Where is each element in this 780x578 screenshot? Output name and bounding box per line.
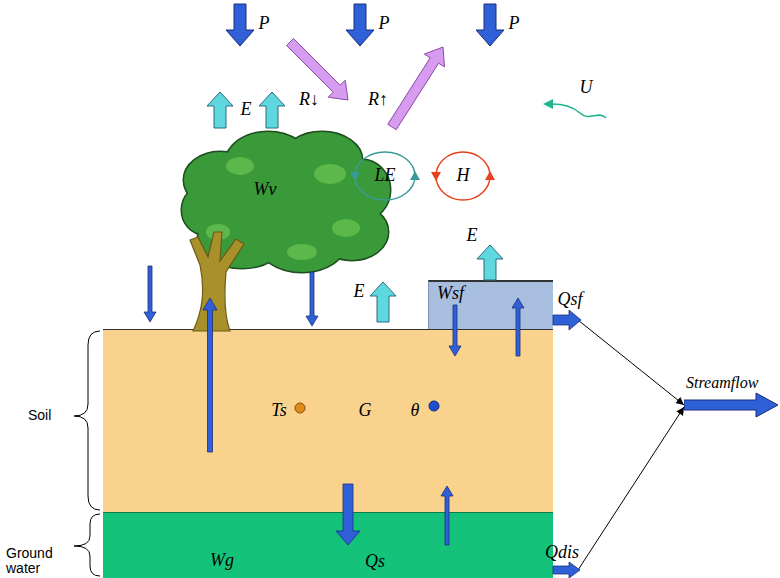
evaporation-arrow bbox=[259, 92, 285, 128]
flux-label: R↓ bbox=[299, 90, 319, 110]
storage-label: Wv bbox=[254, 180, 277, 200]
layer-heading: Soil bbox=[28, 408, 51, 423]
layer-heading: Ground water bbox=[6, 546, 60, 576]
flow-connector bbox=[553, 320, 684, 405]
cycle-arrowhead bbox=[485, 171, 495, 180]
flux-label: H bbox=[457, 166, 470, 186]
canopy-fill bbox=[224, 158, 348, 242]
groundwater-layer: Ground waterWg bbox=[103, 512, 553, 578]
state-label: θ bbox=[411, 401, 420, 421]
radiation-arrow bbox=[388, 47, 445, 130]
canopy-highlight bbox=[332, 219, 360, 237]
canopy-outline bbox=[224, 158, 348, 242]
evaporation-arrow bbox=[370, 282, 396, 322]
streamflow-node: Streamflow bbox=[684, 374, 778, 422]
storage-label: Wg bbox=[210, 551, 234, 571]
recharge-arrow bbox=[336, 484, 360, 545]
tree-trunk bbox=[190, 232, 244, 331]
canopy-highlight bbox=[314, 164, 346, 184]
infiltration-arrow bbox=[306, 272, 318, 326]
state-label: Ts bbox=[271, 401, 286, 421]
evaporation-arrow bbox=[207, 92, 233, 128]
soil-layer: SoilTsGθ bbox=[103, 329, 553, 512]
throughfall-arrow bbox=[144, 266, 156, 322]
precipitation-arrow bbox=[226, 4, 254, 46]
wind-arrowhead bbox=[543, 99, 553, 109]
flux-label: P bbox=[509, 14, 520, 34]
soil-bracket bbox=[74, 331, 100, 510]
flux-label: E bbox=[354, 282, 365, 302]
cycle-arrowhead bbox=[350, 172, 360, 181]
capillary-rise-arrow bbox=[441, 486, 453, 545]
flux-label: Qsf bbox=[557, 290, 582, 310]
evaporation-arrows bbox=[207, 92, 503, 322]
cycle-arrowhead bbox=[410, 171, 420, 180]
streamflow-arrow-shape bbox=[684, 393, 778, 417]
surface-water-box: Wsf bbox=[428, 280, 553, 329]
wind-line bbox=[552, 104, 606, 118]
canopy-highlight bbox=[287, 244, 317, 260]
latent-heat-cycle bbox=[355, 152, 415, 200]
flux-label: U bbox=[580, 78, 593, 98]
precipitation-arrow bbox=[346, 4, 374, 46]
flux-label: R↑ bbox=[368, 90, 388, 110]
evaporation-arrow bbox=[477, 245, 503, 280]
flux-label: E bbox=[241, 100, 252, 120]
flux-label: Qs bbox=[365, 552, 385, 572]
sensible-heat-cycle bbox=[436, 152, 490, 200]
flux-label: E bbox=[467, 226, 478, 246]
precipitation-arrow bbox=[476, 4, 504, 46]
cycle-arrowhead bbox=[431, 172, 441, 181]
flux-label: P bbox=[379, 14, 390, 34]
infiltration-arrow bbox=[449, 305, 461, 356]
temperature-dot bbox=[295, 403, 305, 413]
moisture-dot bbox=[429, 401, 439, 411]
storage-label: Wsf bbox=[437, 284, 464, 304]
state-label: G bbox=[359, 401, 372, 421]
discharge-arrow bbox=[553, 562, 580, 578]
flux-label: LE bbox=[374, 166, 395, 186]
outflow-label: Streamflow bbox=[686, 374, 758, 392]
radiation-arrows bbox=[287, 39, 445, 130]
canopy-highlight bbox=[226, 157, 254, 175]
precipitation-arrows bbox=[226, 4, 504, 46]
groundwater-bracket bbox=[74, 514, 100, 576]
water-flux-arrows bbox=[144, 266, 581, 578]
flux-label: Qdis bbox=[545, 543, 579, 563]
root-uptake-arrow bbox=[203, 298, 217, 452]
exfiltration-arrow bbox=[512, 298, 524, 356]
surface-runoff-arrow bbox=[553, 310, 581, 330]
flux-label: P bbox=[259, 14, 270, 34]
